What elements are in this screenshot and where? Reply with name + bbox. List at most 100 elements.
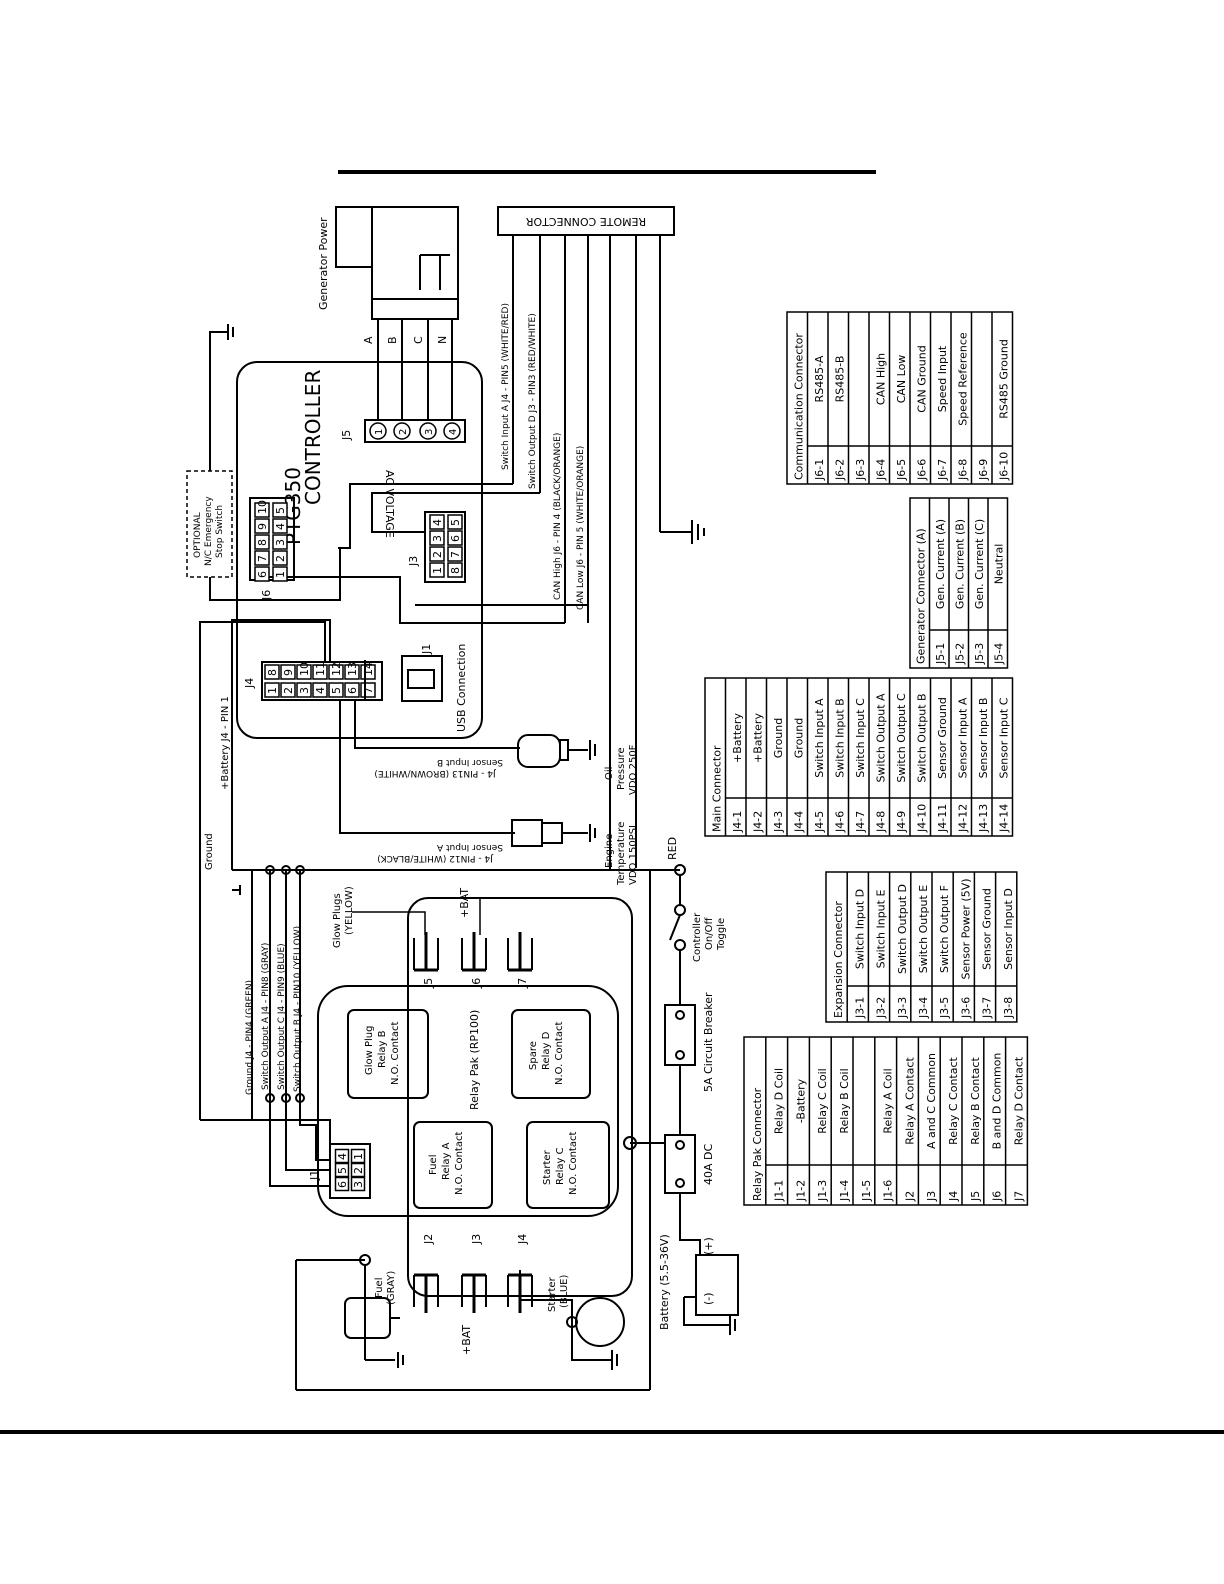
j6-pin: 10 [256, 500, 269, 514]
table-generator-pin: J5-1 [934, 643, 947, 665]
can-high-label: CAN High J6 - PIN 4 (BLACK/ORANGE) [553, 433, 563, 600]
relay-wire-label-2: Switch Output A J4 - PIN8 (GRAY) [261, 943, 271, 1090]
j4-pin: 7 [362, 687, 375, 694]
switch-output-d-label: Switch Output D J3 - PIN3 (RED/WHITE) [528, 313, 538, 489]
table-relaypak-pin: J1-2 [794, 1180, 807, 1202]
oil-pressure-sensor [517, 734, 596, 768]
table-expansion-pin: J3-4 [917, 997, 930, 1019]
table-relaypak-title: Relay Pak Connector [751, 1087, 764, 1201]
j6-pin: 3 [274, 539, 287, 546]
plus-bat-label: +BAT [458, 888, 471, 918]
table-communication-pin: J6-4 [875, 459, 888, 481]
oil-line3: VDO 250F [628, 744, 639, 795]
table-relaypak-pin: J3 [925, 1191, 938, 1202]
relay-j1-pin: 2 [352, 1167, 365, 1174]
j5-pin: 2 [398, 429, 409, 435]
relay-j2-label: J2 [422, 1234, 435, 1245]
battery-plus: (+) [702, 1237, 715, 1255]
j5-pin: 3 [424, 429, 435, 435]
phase-n: N [436, 336, 449, 344]
j4-pin: 1 [266, 687, 279, 694]
table-main-pin: J4-8 [875, 811, 888, 833]
table-generator-pin: J5-3 [973, 643, 986, 665]
battery [683, 1254, 739, 1335]
table-expansion-desc: Sensor Ground [981, 888, 994, 970]
table-relaypak-desc: Relay D Coil [773, 1068, 786, 1134]
remote-connector-label: REMOTE CONNECTOR [525, 215, 646, 228]
phase-wires [377, 319, 453, 420]
table-generator-desc: Gen. Current (B) [954, 519, 967, 609]
table-relaypak-desc: Relay C Coil [816, 1068, 829, 1133]
table-relaypak-pin: J7 [1012, 1191, 1025, 1202]
table-relaypak-pin: J1-3 [816, 1180, 829, 1202]
j4-pin: 9 [282, 669, 295, 676]
table-relaypak-pin: J1-5 [860, 1180, 873, 1202]
j5-label: J5 [340, 430, 353, 441]
ac-voltage-label: AC VOLTAGE [383, 470, 396, 538]
table-expansion-pin: J3-8 [1002, 997, 1015, 1019]
relay-terminal [507, 932, 533, 972]
toggle-line3: Toggle [716, 918, 727, 951]
table-relaypak-pin: J5 [969, 1191, 982, 1202]
j4-pin: 5 [330, 687, 343, 694]
glow-relay-line2: Relay B [377, 1030, 388, 1068]
table-relaypak-desc: Relay A Contact [903, 1057, 916, 1145]
table-communication-pin: J6-6 [916, 459, 929, 481]
table-main-pin: J4-9 [895, 811, 908, 833]
relay-j4-label: J4 [516, 1234, 529, 1245]
j4-label: J4 [243, 678, 256, 689]
table-expansion-desc: Switch Output D [896, 884, 909, 974]
spare-relay [511, 1009, 591, 1099]
table-communication-desc: CAN High [875, 353, 888, 405]
table-main-pin: J4-14 [998, 804, 1011, 833]
relay-j1-pin: 6 [336, 1181, 349, 1188]
breaker-label: 5A Circuit Breaker [702, 992, 715, 1092]
j4-wiring [199, 619, 520, 1120]
j4-pin: 6 [346, 687, 359, 694]
ground-symbol [691, 520, 705, 544]
sensor-a-line1: Sensor Input A [436, 842, 503, 852]
spare-relay-line2: Relay D [541, 1031, 552, 1070]
battery-minus: (-) [702, 1292, 715, 1305]
table-expansion-pin: J3-1 [853, 997, 866, 1019]
relay-j1-pin: 3 [352, 1181, 365, 1188]
table-main-desc: Switch Input C [854, 698, 867, 778]
starter-relay-line2: Relay C [555, 1147, 566, 1185]
table-expansion-desc: Switch Output F [938, 885, 951, 973]
engine-temp-sensor [511, 819, 596, 847]
toggle-line2: On/Off [704, 917, 715, 950]
j4-pin: 2 [282, 687, 295, 694]
relay-pak-outer [317, 985, 619, 1217]
j4-pin: 13 [346, 662, 359, 676]
usb-connection-label: USB Connection [455, 644, 468, 732]
table-expansion-pin: J3-7 [981, 997, 994, 1019]
table-communication-desc: Speed Reference [957, 332, 970, 426]
battery-label: Battery (5.5-36V) [658, 1234, 671, 1330]
usb-connector[interactable] [401, 655, 443, 702]
table-relaypak-pin: J1-1 [773, 1180, 786, 1202]
table-relaypak-desc: Relay B Contact [969, 1057, 982, 1145]
j6-pin: 7 [256, 555, 269, 562]
usb-j1-label: J1 [420, 644, 433, 655]
table-communication-desc: CAN Low [895, 355, 908, 404]
table-expansion-pin: J3-2 [875, 997, 888, 1019]
j6-pin: 6 [256, 571, 269, 578]
starter-relay-line1: Starter [542, 1149, 553, 1185]
relay-j1-label: J1 [308, 1170, 321, 1181]
table-relaypak-pin: J6 [991, 1191, 1004, 1202]
can-low-label: CAN Low J6 - PIN 5 (WHITE/ORANGE) [576, 446, 586, 610]
table-relaypak-pin: J1-6 [882, 1180, 895, 1202]
relay-wire-label-4: Switch Output B J4 - PIN10 (YELLOW) [293, 926, 303, 1092]
controller-wiring [268, 483, 589, 624]
j4-connector [261, 661, 383, 701]
fuel-relay-line3: N.O. Contact [454, 1132, 465, 1195]
j4-pin: 11 [314, 662, 327, 676]
red-label: RED [666, 837, 679, 860]
table-communication-pin: J6-10 [998, 452, 1011, 481]
sensor-a-line2: J4 - PIN12 (WHITE/BLACK) [377, 853, 494, 863]
relay-terminal [413, 932, 439, 972]
j6-pin: 8 [256, 539, 269, 546]
j5-pin: 1 [374, 429, 385, 435]
